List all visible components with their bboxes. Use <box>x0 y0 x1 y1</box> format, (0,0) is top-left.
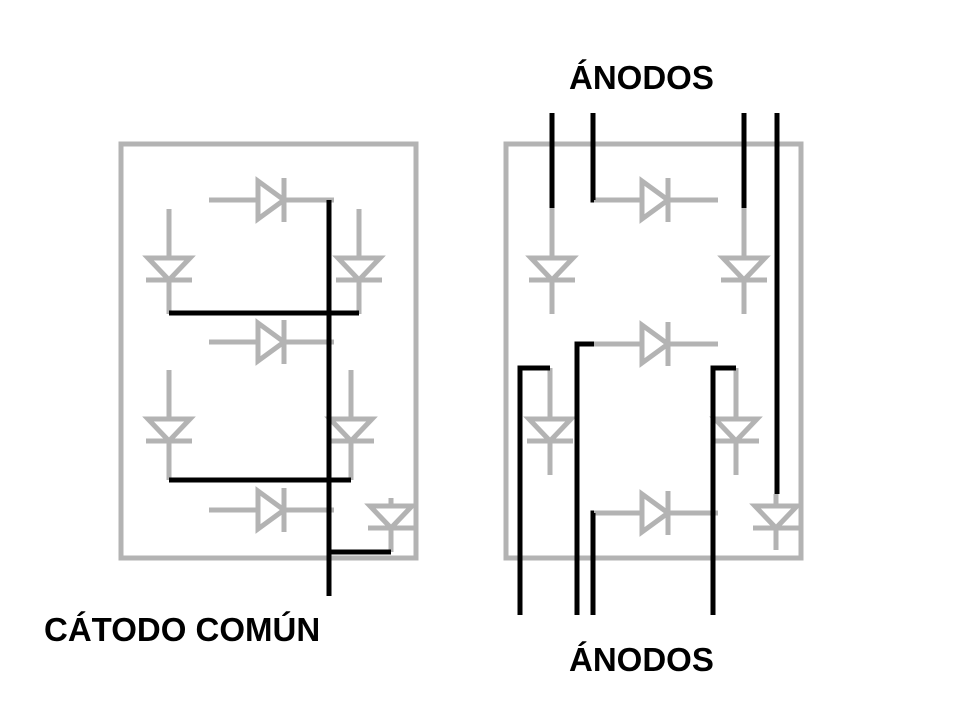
diode-segment-c-right <box>709 368 763 475</box>
common-anode-panel <box>503 113 804 615</box>
anode-lead-d <box>590 510 596 615</box>
anode-lead-e <box>517 365 550 615</box>
diode-segment-d-right <box>594 489 718 537</box>
anode-lead-a <box>590 113 596 203</box>
diode-segment-a-right <box>594 176 718 224</box>
anode-panel-frame <box>503 141 804 561</box>
diode-segment-dp-right <box>749 494 803 550</box>
anodes-bottom-label: ÁNODOS <box>569 641 714 678</box>
anodes-top-label: ÁNODOS <box>569 59 714 96</box>
diode-segment-d-left <box>209 486 334 534</box>
anode-lead-g <box>574 341 594 615</box>
diode-segment-c-left <box>324 370 378 480</box>
diode-segment-g-left <box>209 318 334 366</box>
common-cathode-wiring <box>169 200 391 596</box>
diode-segment-b-left <box>332 209 386 314</box>
diode-segment-e-left <box>142 370 196 480</box>
common-cathode-panel <box>118 141 419 596</box>
diode-segment-f-right <box>525 208 579 314</box>
anode-wiring <box>517 113 780 615</box>
diode-segment-dp-left <box>364 498 418 552</box>
diode-segment-a-left <box>209 176 334 224</box>
diode-segment-e-right <box>523 368 577 475</box>
diode-segment-b-right <box>717 208 771 314</box>
diode-segment-f-left <box>142 209 196 314</box>
cathode-panel-frame <box>118 141 419 561</box>
anode-lead-c <box>710 365 736 615</box>
common-cathode-label: CÁTODO COMÚN <box>44 611 321 648</box>
diode-segment-g-right <box>594 320 718 368</box>
